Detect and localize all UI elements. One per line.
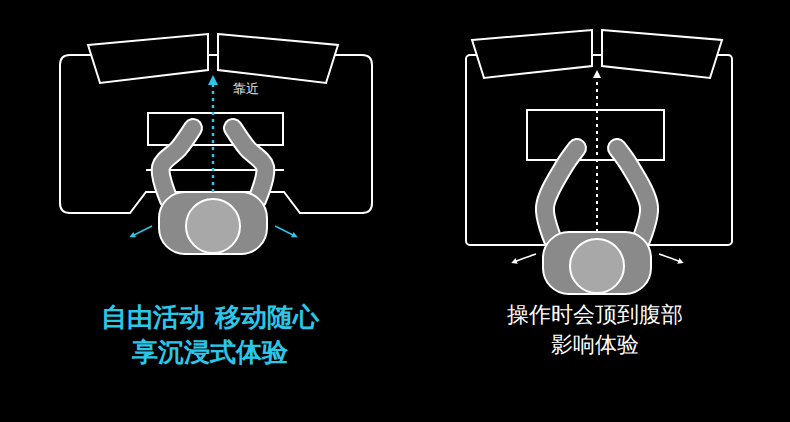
arm-outline xyxy=(617,148,649,240)
arm xyxy=(233,128,265,200)
monitor xyxy=(88,34,208,83)
approach-arrow xyxy=(212,80,215,192)
monitor xyxy=(218,34,338,83)
monitor xyxy=(472,30,592,78)
monitor xyxy=(602,30,722,78)
arm xyxy=(545,148,577,240)
keyboard xyxy=(527,110,664,160)
keyboard xyxy=(148,113,283,145)
move-arrow xyxy=(132,226,152,236)
arm xyxy=(161,128,193,200)
arrow-label: 靠近 xyxy=(226,80,266,98)
head xyxy=(186,199,240,253)
move-arrow xyxy=(659,254,681,262)
person-figure xyxy=(543,148,651,294)
arm xyxy=(617,148,649,240)
move-arrow xyxy=(275,226,295,236)
arm-outline xyxy=(161,128,193,200)
right-desk-scene xyxy=(466,30,732,245)
approach-arrow xyxy=(596,74,598,232)
caption-good: 自由活动 移动随心 享沉浸式体验 xyxy=(60,300,360,370)
move-arrow xyxy=(514,254,536,262)
left-desk-scene xyxy=(60,34,372,213)
torso xyxy=(543,232,651,294)
arm-outline xyxy=(545,148,577,240)
caption-bad: 操作时会顶到腹部 影响体验 xyxy=(470,300,720,359)
desk-outline xyxy=(466,55,732,245)
torso xyxy=(159,192,267,254)
head xyxy=(570,239,624,293)
arm-outline xyxy=(233,128,265,200)
